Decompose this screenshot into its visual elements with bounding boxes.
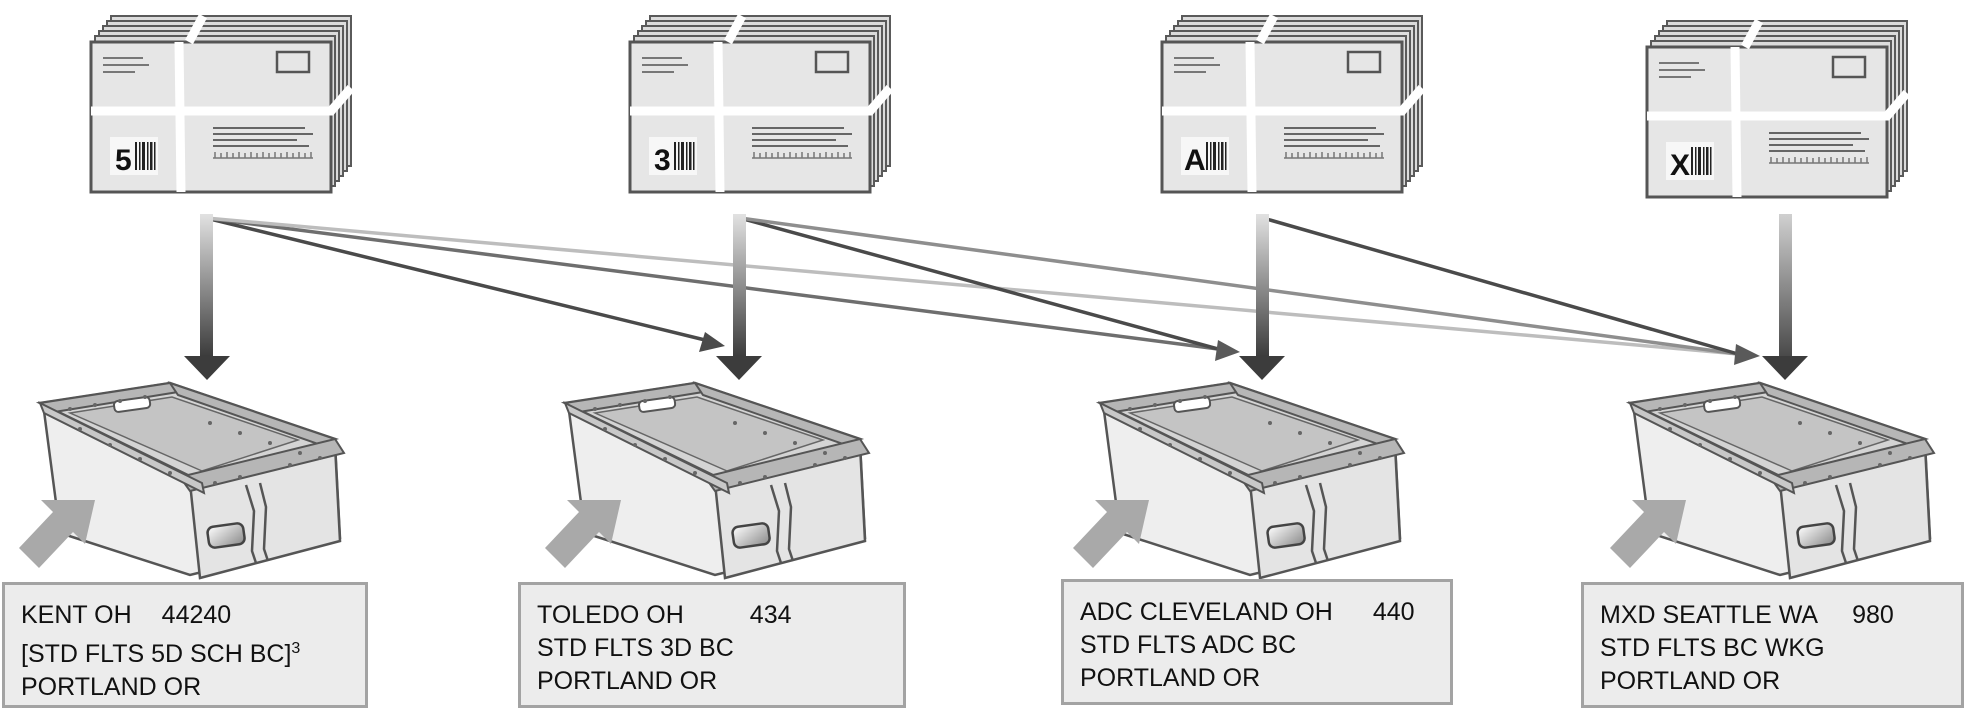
label-origin-line: PORTLAND OR bbox=[21, 673, 202, 701]
direct-arrows bbox=[184, 214, 1808, 380]
bundle-code: 3 bbox=[654, 144, 671, 177]
route-arrowhead bbox=[1215, 340, 1240, 361]
direct-arrow-head bbox=[184, 356, 230, 380]
bundle-code: 5 bbox=[115, 144, 132, 177]
route-arrow bbox=[1262, 216, 1739, 356]
label-zip: 434 bbox=[749, 601, 792, 629]
direct-arrow-shaft bbox=[733, 214, 746, 356]
direct-arrow-head bbox=[1762, 356, 1808, 380]
bundle-3-digit: 3 bbox=[630, 16, 890, 192]
label-origin-line: PORTLAND OR bbox=[1080, 664, 1261, 692]
bundle-code: A bbox=[1184, 144, 1206, 177]
direct-arrow-head bbox=[716, 356, 762, 380]
tray-3-digit bbox=[563, 381, 871, 580]
direct-arrow-shaft bbox=[200, 214, 213, 356]
label-city: TOLEDO OH bbox=[537, 601, 684, 629]
label-zip: 440 bbox=[1372, 598, 1415, 626]
tray-mixed bbox=[1628, 381, 1936, 580]
label-pointer-arrow bbox=[545, 500, 621, 568]
bundle-adc: A bbox=[1162, 16, 1422, 192]
label-zip: 44240 bbox=[161, 601, 232, 629]
route-arrowhead bbox=[699, 332, 725, 352]
bundle-mixed: X bbox=[1647, 21, 1907, 197]
tray-label-5-digit: KENT OH 44240 [STD FLTS 5D SCH BC]3 PORTL… bbox=[2, 582, 368, 708]
route-arrow bbox=[205, 216, 1219, 351]
route-arrowhead bbox=[1734, 344, 1760, 365]
route-arrow bbox=[739, 216, 1219, 351]
label-footnote-marker: 3 bbox=[291, 640, 301, 657]
label-city: ADC CLEVELAND OH bbox=[1080, 598, 1333, 626]
route-arrow bbox=[739, 216, 1739, 356]
tray-label-adc: ADC CLEVELAND OH 440 STD FLTS ADC BC PORT… bbox=[1061, 579, 1453, 705]
label-destination-line: TOLEDO OH 434 bbox=[537, 599, 885, 632]
direct-arrow-head bbox=[1239, 356, 1285, 380]
direct-arrow-shaft bbox=[1256, 214, 1269, 356]
routing-arrows bbox=[205, 216, 1739, 356]
label-origin-line: PORTLAND OR bbox=[537, 667, 718, 695]
label-pointer-arrow bbox=[1073, 500, 1149, 568]
direct-arrow-shaft bbox=[1779, 214, 1792, 356]
label-pointer-arrow bbox=[19, 500, 95, 568]
label-destination-line: MXD SEATTLE WA 980 bbox=[1600, 599, 1943, 632]
label-zip: 980 bbox=[1852, 601, 1894, 629]
tray-label-3-digit: TOLEDO OH 434 STD FLTS 3D BC PORTLAND OR bbox=[518, 582, 906, 708]
bundle-5-digit: 5 bbox=[91, 16, 351, 192]
label-pointer-arrow bbox=[1610, 500, 1686, 568]
label-destination-line: KENT OH 44240 bbox=[21, 599, 347, 632]
label-city: KENT OH bbox=[21, 601, 132, 629]
tray-label-mixed: MXD SEATTLE WA 980 STD FLTS BC WKG PORTLA… bbox=[1581, 582, 1964, 708]
tray-5-digit bbox=[38, 381, 346, 580]
label-destination-line: ADC CLEVELAND OH 440 bbox=[1080, 596, 1432, 629]
label-origin-line: PORTLAND OR bbox=[1600, 667, 1781, 695]
label-content: [STD FLTS 5D SCH BC] bbox=[21, 640, 292, 668]
tray-adc bbox=[1098, 381, 1406, 580]
label-content-line: [STD FLTS 5D SCH BC]3 bbox=[21, 632, 347, 671]
route-arrow bbox=[205, 216, 1739, 356]
label-city: MXD SEATTLE WA bbox=[1600, 601, 1819, 629]
label-content-line: STD FLTS ADC BC bbox=[1080, 631, 1297, 659]
label-content-line: STD FLTS 3D BC bbox=[537, 634, 734, 662]
routing-arrowheads bbox=[699, 332, 1760, 365]
bundle-code: X bbox=[1670, 149, 1690, 182]
label-content-line: STD FLTS BC WKG bbox=[1600, 634, 1825, 662]
route-arrow bbox=[205, 216, 706, 342]
